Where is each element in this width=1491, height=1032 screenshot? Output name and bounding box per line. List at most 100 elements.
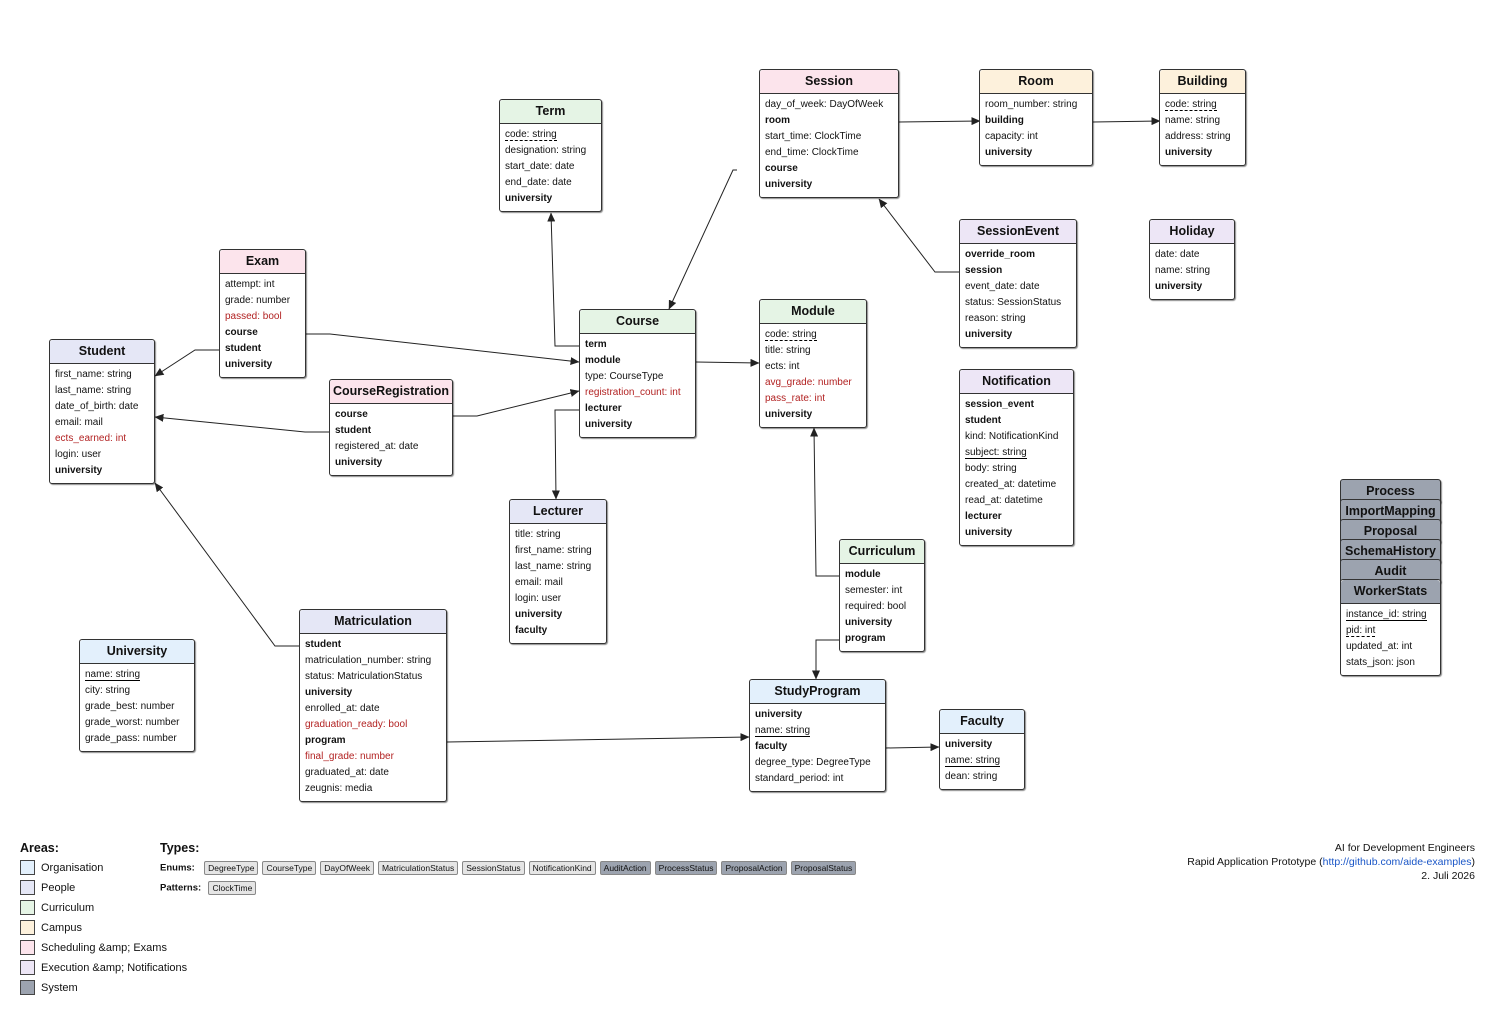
entity-building[interactable]: Building code: string name: string addre…: [1159, 69, 1246, 166]
footer-project: Rapid Application Prototype (http://gith…: [1187, 856, 1475, 868]
field: lecturer: [585, 403, 622, 414]
entity-session[interactable]: Session day_of_week: DayOfWeek room star…: [759, 69, 899, 198]
field: course: [765, 163, 798, 174]
entity-faculty[interactable]: Faculty university name: string dean: st…: [939, 709, 1025, 790]
entity-study-program[interactable]: StudyProgram university name: string fac…: [749, 679, 886, 792]
field: name: string: [1155, 265, 1211, 276]
area-execution: Execution &amp; Notifications: [20, 959, 188, 976]
swatch: [20, 959, 35, 975]
entity-lecturer[interactable]: Lecturer title: string first_name: strin…: [509, 499, 607, 644]
edge-course-lecturer: [551, 409, 579, 500]
area-label: Execution &amp; Notifications: [41, 962, 188, 974]
field: university: [1165, 147, 1213, 158]
field: term: [585, 339, 607, 350]
field: university: [755, 709, 803, 720]
area-system: System: [20, 979, 78, 996]
entity-faculty-title: Faculty: [940, 710, 1024, 734]
area-people: People: [20, 879, 75, 896]
edge-registration-course: [453, 389, 580, 417]
footer-date: 2. Juli 2026: [1421, 870, 1475, 882]
edge-course-session: [668, 169, 737, 310]
field: ects: int: [765, 361, 800, 372]
entity-university[interactable]: University name: string city: string gra…: [79, 639, 195, 752]
edge-course-term: [547, 212, 579, 347]
field: status: MatriculationStatus: [305, 671, 423, 682]
field: last_name: string: [55, 385, 132, 396]
entity-term[interactable]: Term code: string designation: string st…: [499, 99, 602, 212]
field: university: [585, 419, 633, 430]
swatch: [20, 979, 35, 995]
area-curriculum: Curriculum: [20, 899, 95, 916]
field: room_number: string: [985, 99, 1078, 110]
entity-course[interactable]: Course term module type: CourseType regi…: [579, 309, 696, 438]
field-computed: ects_earned: int: [55, 433, 127, 444]
entity-session-event[interactable]: SessionEvent override_room session event…: [959, 219, 1077, 348]
field-computed: registration_count: int: [585, 387, 681, 398]
entity-module[interactable]: Module code: string title: string ects: …: [759, 299, 867, 428]
field: end_date: date: [505, 177, 572, 188]
entity-student-title: Student: [50, 340, 154, 364]
edge-curriculum-module: [810, 427, 839, 577]
field: type: CourseType: [585, 371, 664, 382]
field: enrolled_at: date: [305, 703, 380, 714]
enum-chip-system: AuditAction: [599, 861, 651, 875]
swatch: [20, 939, 35, 955]
field: faculty: [755, 741, 788, 752]
field: university: [765, 179, 813, 190]
entity-exam[interactable]: Exam attempt: int grade: number passed: …: [219, 249, 306, 378]
field: university: [335, 457, 383, 468]
entity-student[interactable]: Student first_name: string last_name: st…: [49, 339, 155, 484]
footer-title: AI for Development Engineers: [1334, 842, 1475, 854]
enum-chip-system: ProcessStatus: [654, 861, 718, 875]
entity-module-title: Module: [760, 300, 866, 324]
entity-notification-title: Notification: [960, 370, 1073, 394]
area-label: System: [41, 982, 78, 994]
entity-session-title: Session: [760, 70, 898, 94]
entity-course-registration[interactable]: CourseRegistration course student regist…: [329, 379, 453, 476]
field: zeugnis: media: [305, 783, 373, 794]
entity-curriculum[interactable]: Curriculum module semester: int required…: [839, 539, 925, 652]
field: session: [965, 265, 1003, 276]
field: degree_type: DegreeType: [755, 757, 871, 768]
entity-matriculation[interactable]: Matriculation student matriculation_numb…: [299, 609, 447, 802]
footer-link[interactable]: http://github.com/aide-examples: [1322, 856, 1472, 868]
field: title: string: [515, 529, 561, 540]
field: date: date: [1155, 249, 1200, 260]
field: registered_at: date: [335, 441, 419, 452]
edge-matriculation-student: [154, 482, 299, 647]
field-key: subject: string: [965, 447, 1027, 459]
entity-room[interactable]: Room room_number: string building capaci…: [979, 69, 1093, 166]
swatch: [20, 859, 35, 875]
field: created_at: datetime: [965, 479, 1057, 490]
field: university: [765, 409, 813, 420]
field: matriculation_number: string: [305, 655, 432, 666]
swatch: [20, 919, 35, 935]
edge-course-module: [695, 358, 760, 367]
entity-notification[interactable]: Notification session_event student kind:…: [959, 369, 1074, 546]
field-key: code: string: [765, 329, 817, 341]
field: university: [845, 617, 893, 628]
area-organisation: Organisation: [20, 859, 103, 876]
field: last_name: string: [515, 561, 592, 572]
field: login: user: [55, 449, 102, 460]
field: capacity: int: [985, 131, 1038, 142]
field-computed: avg_grade: number: [765, 377, 852, 388]
entity-worker-stats[interactable]: WorkerStats instance_id: string pid: int…: [1340, 579, 1441, 676]
field: event_date: date: [965, 281, 1040, 292]
entity-holiday[interactable]: Holiday date: date name: string universi…: [1149, 219, 1235, 300]
field: university: [225, 359, 273, 370]
field: kind: NotificationKind: [965, 431, 1059, 442]
field: university: [945, 739, 993, 750]
field: session_event: [965, 399, 1034, 410]
area-label: Curriculum: [41, 902, 95, 914]
field: university: [55, 465, 103, 476]
field: required: bool: [845, 601, 907, 612]
field: university: [305, 687, 353, 698]
field: program: [845, 633, 886, 644]
field: program: [305, 735, 346, 746]
field: city: string: [85, 685, 131, 696]
areas-title: Areas:: [20, 841, 59, 855]
types-title: Types:: [160, 841, 200, 855]
edge-room-building: [1092, 117, 1161, 126]
field: student: [335, 425, 372, 436]
